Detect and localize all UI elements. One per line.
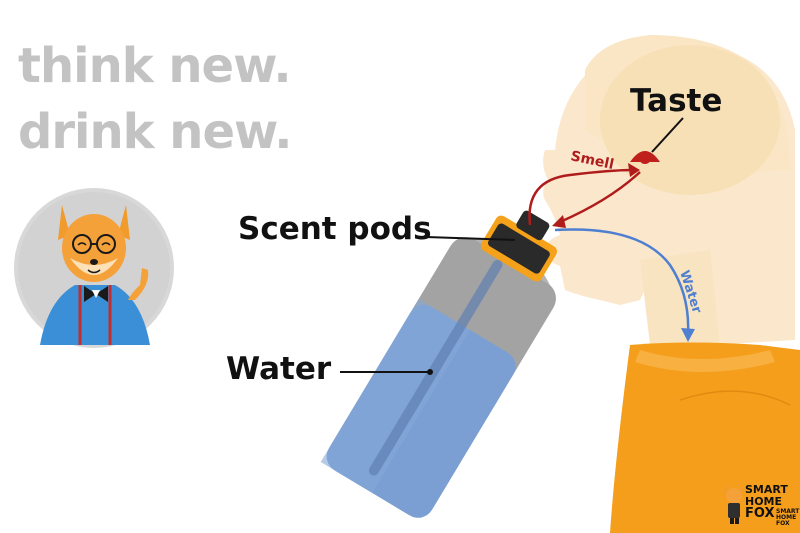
brand-logo-text: SMART HOME FOX <box>745 483 788 521</box>
water-flow-arrow <box>554 228 695 342</box>
brand-small-line-2: HOME <box>776 514 797 521</box>
taste-label: Taste <box>630 83 723 119</box>
shirt-collar <box>635 350 775 372</box>
brand-logo-small-text: SMART HOME FOX <box>776 509 799 527</box>
scent-pods-label: Scent pods <box>238 211 432 247</box>
taste-dot-icon <box>630 151 660 164</box>
fox-mascot-icon <box>14 188 174 348</box>
brand-line-2: HOME <box>745 495 783 508</box>
tagline-line-2: drink new. <box>18 104 293 160</box>
taste-pointer <box>651 117 684 153</box>
shirt-fold <box>679 390 791 406</box>
brand-line-3: FOX <box>745 506 775 521</box>
brand-small-line-3: FOX <box>776 520 790 527</box>
scent-pointer <box>425 236 516 241</box>
brand-small-line-1: SMART <box>776 508 800 515</box>
water-pointer-dot <box>427 369 433 375</box>
tagline-line-1: think new. <box>18 38 292 94</box>
smell-flow-arrow <box>528 163 641 228</box>
shirt <box>610 342 800 533</box>
neck <box>640 250 720 345</box>
water-bottle <box>320 210 557 518</box>
water-label: Water <box>226 351 332 387</box>
brand-line-1: SMART <box>745 483 788 496</box>
smart-home-fox-logo-icon <box>724 484 744 524</box>
